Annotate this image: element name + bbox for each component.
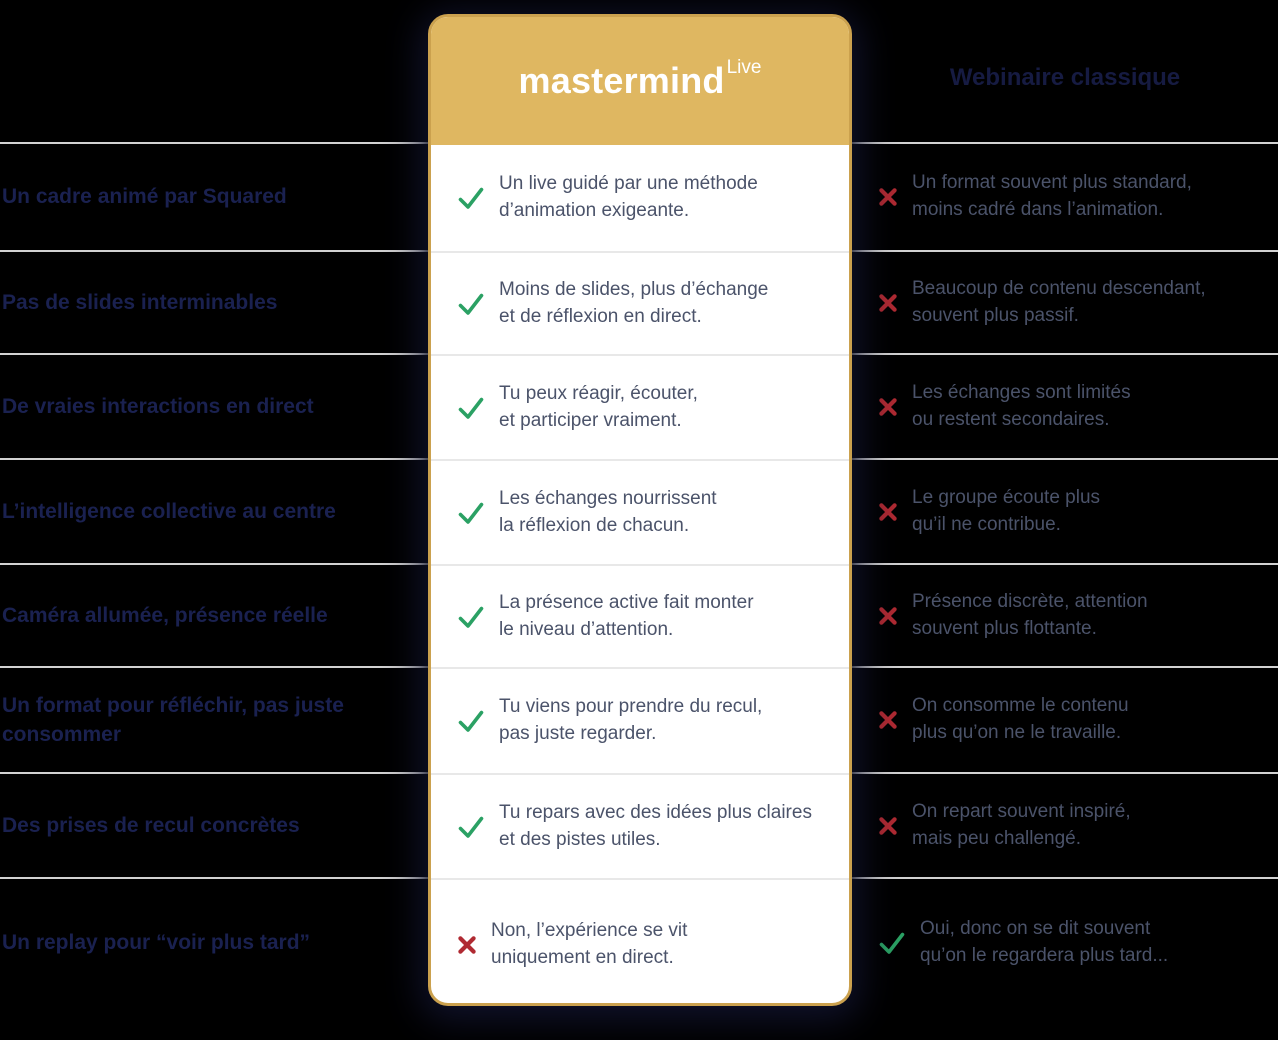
check-icon bbox=[457, 501, 485, 525]
webinaire-cell: Oui, donc on se dit souvent qu’on le reg… bbox=[878, 879, 1270, 1006]
cell-text: Présence discrète, attention souvent plu… bbox=[912, 590, 1148, 639]
cell-text: Les échanges sont limités ou restent sec… bbox=[912, 381, 1131, 430]
webinaire-header: Webinaire classique bbox=[949, 64, 1181, 91]
row-label-container: Pas de slides interminables bbox=[2, 252, 422, 353]
mastermind-cell: Les échanges nourrissent la réflexion de… bbox=[431, 461, 849, 566]
cell-text: La présence active fait monter le niveau… bbox=[499, 591, 754, 640]
cross-icon bbox=[457, 935, 477, 955]
cross-icon bbox=[878, 502, 898, 522]
row-label: L’intelligence collective au centre bbox=[2, 499, 336, 523]
cell-text: Un format souvent plus standard, moins c… bbox=[912, 172, 1192, 220]
row-label: Un replay pour “voir plus tard” bbox=[2, 930, 311, 954]
webinaire-cell: On repart souvent inspiré, mais peu chal… bbox=[878, 774, 1270, 877]
mastermind-cell: Tu repars avec des idées plus claires et… bbox=[431, 775, 849, 880]
cell-text: Les échanges nourrissent la réflexion de… bbox=[499, 487, 717, 536]
row-label: Caméra allumée, présence réelle bbox=[2, 603, 328, 627]
webinaire-cell: Un format souvent plus standard, moins c… bbox=[878, 144, 1270, 250]
cross-icon bbox=[878, 187, 898, 207]
check-icon bbox=[878, 931, 906, 955]
cell-text: Oui, donc on se dit souvent qu’on le reg… bbox=[920, 917, 1169, 966]
cell-text: Moins de slides, plus d’échange et de ré… bbox=[499, 278, 769, 327]
check-icon bbox=[457, 709, 485, 733]
row-label-container: Des prises de recul concrètes bbox=[2, 774, 422, 877]
webinaire-cell: Beaucoup de contenu descendant, souvent … bbox=[878, 252, 1270, 353]
cell-text: Tu peux réagir, écouter, et participer v… bbox=[499, 382, 698, 431]
cross-icon bbox=[878, 816, 898, 836]
mastermind-cell: Tu viens pour prendre du recul, pas just… bbox=[431, 669, 849, 775]
webinaire-cell: Les échanges sont limités ou restent sec… bbox=[878, 355, 1270, 458]
check-icon bbox=[457, 605, 485, 629]
row-label: Pas de slides interminables bbox=[2, 290, 278, 314]
cell-text: On consomme le contenu plus qu’on ne le … bbox=[912, 695, 1129, 743]
cross-icon bbox=[878, 606, 898, 626]
mastermind-cell: Tu peux réagir, écouter, et participer v… bbox=[431, 356, 849, 461]
row-label: De vraies interactions en direct bbox=[2, 394, 314, 418]
check-icon bbox=[457, 292, 485, 316]
mastermind-cell: Un live guidé par une méthode d’animatio… bbox=[431, 145, 849, 253]
mastermind-cell: La présence active fait monter le niveau… bbox=[431, 566, 849, 669]
row-label-container: Caméra allumée, présence réelle bbox=[2, 565, 422, 666]
webinaire-cell: Le groupe écoute plus qu’il ne contribue… bbox=[878, 460, 1270, 563]
cell-text: Tu viens pour prendre du recul, pas just… bbox=[499, 696, 763, 744]
check-icon bbox=[457, 396, 485, 420]
cell-text: Le groupe écoute plus qu’il ne contribue… bbox=[912, 486, 1101, 535]
row-label-container: Un format pour réfléchir, pas juste cons… bbox=[2, 668, 422, 772]
cross-icon bbox=[878, 710, 898, 730]
row-label: Des prises de recul concrètes bbox=[2, 813, 300, 837]
cross-icon bbox=[878, 293, 898, 313]
cell-text: Tu repars avec des idées plus claires et… bbox=[499, 801, 812, 850]
webinaire-header-container: Webinaire classique bbox=[852, 14, 1278, 142]
row-label-container: L’intelligence collective au centre bbox=[2, 460, 422, 563]
cross-icon bbox=[878, 397, 898, 417]
cell-text: Un live guidé par une méthode d’animatio… bbox=[499, 173, 758, 221]
mastermind-cell: Non, l’expérience se vit uniquement en d… bbox=[431, 880, 849, 1003]
brand-logo-superscript: Live bbox=[726, 57, 762, 78]
cell-text: Beaucoup de contenu descendant, souvent … bbox=[912, 277, 1206, 326]
row-label: Un format pour réfléchir, pas juste cons… bbox=[2, 693, 344, 746]
check-icon bbox=[457, 186, 485, 210]
brand-logo: mastermind bbox=[518, 60, 725, 101]
row-label: Un cadre animé par Squared bbox=[2, 185, 287, 209]
check-icon bbox=[457, 815, 485, 839]
cell-text: On repart souvent inspiré, mais peu chal… bbox=[912, 800, 1131, 849]
webinaire-cell: On consomme le contenu plus qu’on ne le … bbox=[878, 668, 1270, 772]
webinaire-cell: Présence discrète, attention souvent plu… bbox=[878, 565, 1270, 666]
cell-text: Non, l’expérience se vit uniquement en d… bbox=[491, 919, 688, 968]
mastermind-cell: Moins de slides, plus d’échange et de ré… bbox=[431, 253, 849, 356]
row-label-container: Un cadre animé par Squared bbox=[2, 144, 422, 250]
row-label-container: De vraies interactions en direct bbox=[2, 355, 422, 458]
row-label-container: Un replay pour “voir plus tard” bbox=[2, 879, 422, 1006]
